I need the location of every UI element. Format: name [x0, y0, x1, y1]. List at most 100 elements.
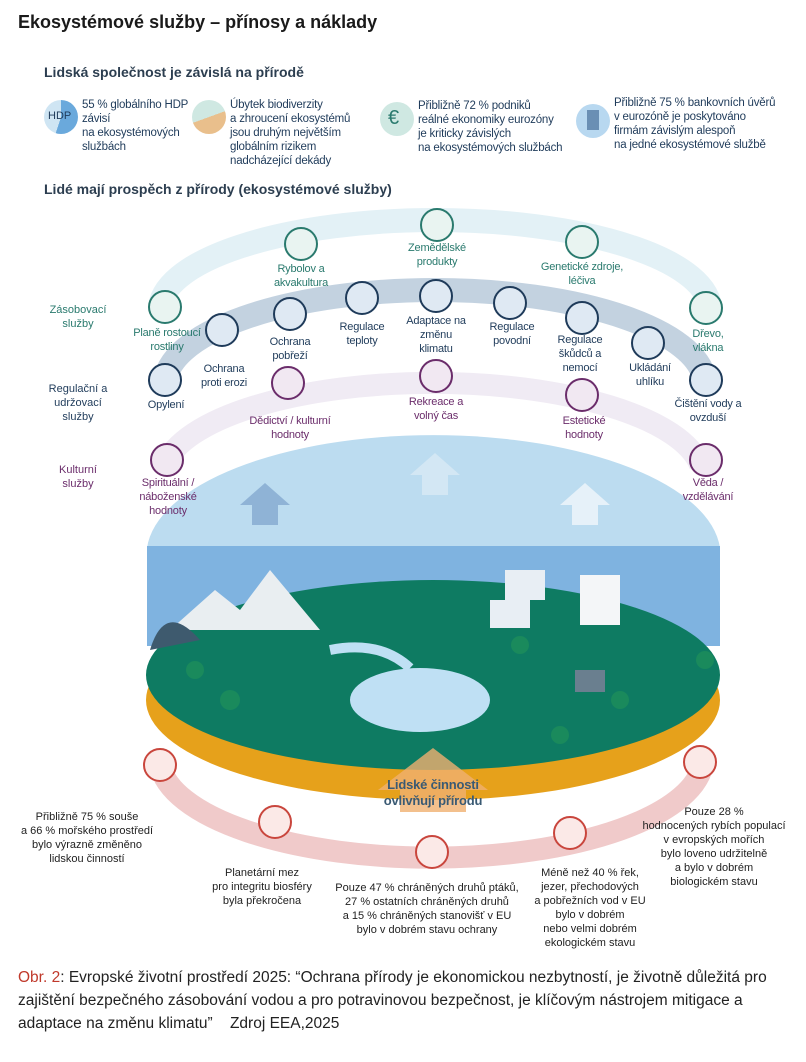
impact-land-sea: Přibližně 75 % souše a 66 % mořského pro… — [21, 810, 153, 866]
dependency-heading: Lidská společnost je závislá na přírodě — [44, 64, 304, 80]
stat-line: jsou druhým největším — [230, 127, 341, 139]
stat-line: nadcházející dekády — [230, 155, 332, 167]
stat-line: reálné ekonomiky eurozóny — [418, 114, 554, 126]
service-recreation: Rekreace a volný čas — [408, 396, 464, 422]
bank-building-icon — [576, 104, 610, 138]
caption-text: : Evropské životní prostředí 2025: “Ochr… — [18, 969, 767, 1032]
stat-line: a zhroucení ekosystémů — [230, 113, 351, 125]
service-flood: Regulace povodní — [489, 321, 535, 347]
stat-line: globálním rizikem — [230, 141, 317, 153]
coast-icon — [273, 297, 307, 331]
page-title: Ekosystémové služby – přínosy a náklady — [18, 12, 378, 32]
stat-bank-loans: Přibližně 75 % bankovních úvěrů v eurozó… — [614, 96, 775, 152]
collapse-icon — [192, 100, 226, 134]
impact-arrow-label: Lidské činnosti ovlivňují přírodu — [383, 777, 483, 808]
hospital — [580, 575, 620, 625]
cave-rock — [150, 622, 200, 650]
impact-line: Méně než 40 % řek, — [541, 867, 639, 879]
impact-line: Přibližně 75 % souše — [35, 811, 139, 823]
up-arrow — [410, 453, 460, 495]
impact-line: bylo v dobrém stavu ochrany — [356, 924, 498, 936]
bee-icon — [148, 363, 182, 397]
impact-line: a pobřežních vod v EU — [534, 895, 646, 907]
tractor — [575, 670, 605, 692]
impact-line: v evropských mořích — [663, 834, 765, 846]
category-provisioning: Zásobovací služby — [49, 304, 107, 330]
stat-line: na jedné ekosystémové službě — [614, 139, 766, 151]
wild-plants-icon — [148, 290, 182, 324]
up-arrow — [560, 483, 610, 525]
service-science: Věda / vzdělávání — [682, 477, 734, 503]
stat-line: službách — [82, 141, 126, 153]
planetary-boundary-icon — [258, 805, 292, 839]
impact-waters: Méně než 40 % řek, jezer, přechodových a… — [534, 866, 645, 950]
service-pests: Regulace škůdců a nemocí — [557, 334, 603, 374]
impact-line: nebo velmi dobrém — [543, 923, 637, 935]
service-erosion: Ochrana proti erozi — [200, 363, 248, 389]
service-water-air: Čištění vody a ovzduší — [674, 398, 742, 424]
service-heritage: Dědictví / kulturní hodnoty — [249, 415, 331, 441]
river — [329, 642, 414, 672]
service-aesthetic: Estetické hodnoty — [562, 415, 606, 441]
caption-source: Zdroj EEA,2025 — [229, 1015, 340, 1032]
stat-line: závisí — [82, 113, 111, 125]
impact-line: byla překročena — [222, 895, 302, 907]
trees — [186, 636, 714, 744]
landscape-icon — [565, 378, 599, 412]
service-agriculture: Zemědělské produkty — [408, 242, 466, 268]
stat-businesses: Přibližně 72 % podniků reálné ekonomiky … — [418, 99, 563, 155]
impact-line: ekologickém stavu — [544, 937, 636, 949]
impact-line: pro integritu biosféry — [212, 881, 312, 893]
stat-line: je kriticky závislých — [418, 128, 511, 140]
hdp-icon-text: HDP — [48, 110, 72, 122]
timber-icon — [689, 291, 723, 325]
erosion-icon — [205, 313, 239, 347]
stat-line: firmám závislým alespoň — [614, 125, 736, 137]
caption-label: Obr. 2 — [18, 969, 61, 986]
service-coast: Ochrana pobřeží — [269, 336, 311, 362]
service-fishing: Rybolov a akvakultura — [273, 263, 329, 289]
impact-fish-stocks: Pouze 28 % hodnocených rybích populací v… — [642, 805, 785, 889]
impact-line: lidskou činností — [49, 853, 125, 865]
euro-plant-icon: € — [380, 102, 414, 136]
impact-line: Pouze 47 % chráněných druhů ptáků, — [335, 882, 519, 894]
carbon-icon — [631, 326, 665, 360]
service-temperature: Regulace teploty — [339, 321, 385, 347]
stat-line: Úbytek biodiverzity — [230, 99, 323, 111]
service-pollination: Opylení — [147, 399, 185, 411]
graduation-cap-icon — [689, 443, 723, 477]
impact-line: jezer, přechodových — [541, 881, 639, 893]
category-regulating: Regulační a udržovací služby — [48, 383, 108, 423]
impact-line: a 15 % chráněných stanovišť v EU — [342, 910, 512, 922]
stat-line: na ekosystémových — [82, 127, 180, 139]
land-sea-change-icon — [143, 748, 177, 782]
impact-line: bylo v dobrém — [555, 909, 625, 921]
impact-line: bylo loveno udržitelně — [660, 848, 768, 860]
impact-line: a bylo v dobrém — [674, 862, 754, 874]
stat-line: 55 % globálního HDP — [82, 99, 189, 111]
house — [505, 570, 545, 600]
stat-line: na ekosystémových službách — [418, 142, 563, 154]
service-genetic-resources: Genetické zdroje, léčiva — [540, 261, 624, 287]
flood-icon — [493, 286, 527, 320]
impact-line: hodnocených rybích populací — [642, 820, 786, 832]
pest-icon — [565, 301, 599, 335]
stat-gdp: 55 % globálního HDP závisí na ekosystémo… — [82, 98, 188, 154]
service-spiritual: Spirituální / náboženské hodnoty — [139, 477, 197, 517]
stat-biodiversity: Úbytek biodiverzity a zhroucení ekosysté… — [230, 98, 350, 168]
impact-line: a 66 % mořského prostředí — [20, 825, 154, 837]
recreation-icon — [419, 359, 453, 393]
up-arrow — [240, 483, 290, 525]
impact-line: bylo výrazně změněno — [31, 839, 143, 851]
service-climate-adaptation: Adaptace na změnu klimatu — [406, 315, 466, 355]
stat-line: Přibližně 75 % bankovních úvěrů — [614, 97, 776, 109]
figure-caption: Obr. 2: Evropské životní prostředí 2025:… — [18, 966, 793, 1035]
mountains — [170, 570, 320, 630]
impact-line: 27 % ostatních chráněných druhů — [345, 896, 509, 908]
service-carbon: Ukládání uhlíku — [629, 362, 671, 388]
lake — [350, 668, 490, 732]
service-wild-plants: Planě rostoucí rostliny — [133, 327, 201, 353]
agriculture-icon — [420, 208, 454, 242]
medicine-icon — [565, 225, 599, 259]
